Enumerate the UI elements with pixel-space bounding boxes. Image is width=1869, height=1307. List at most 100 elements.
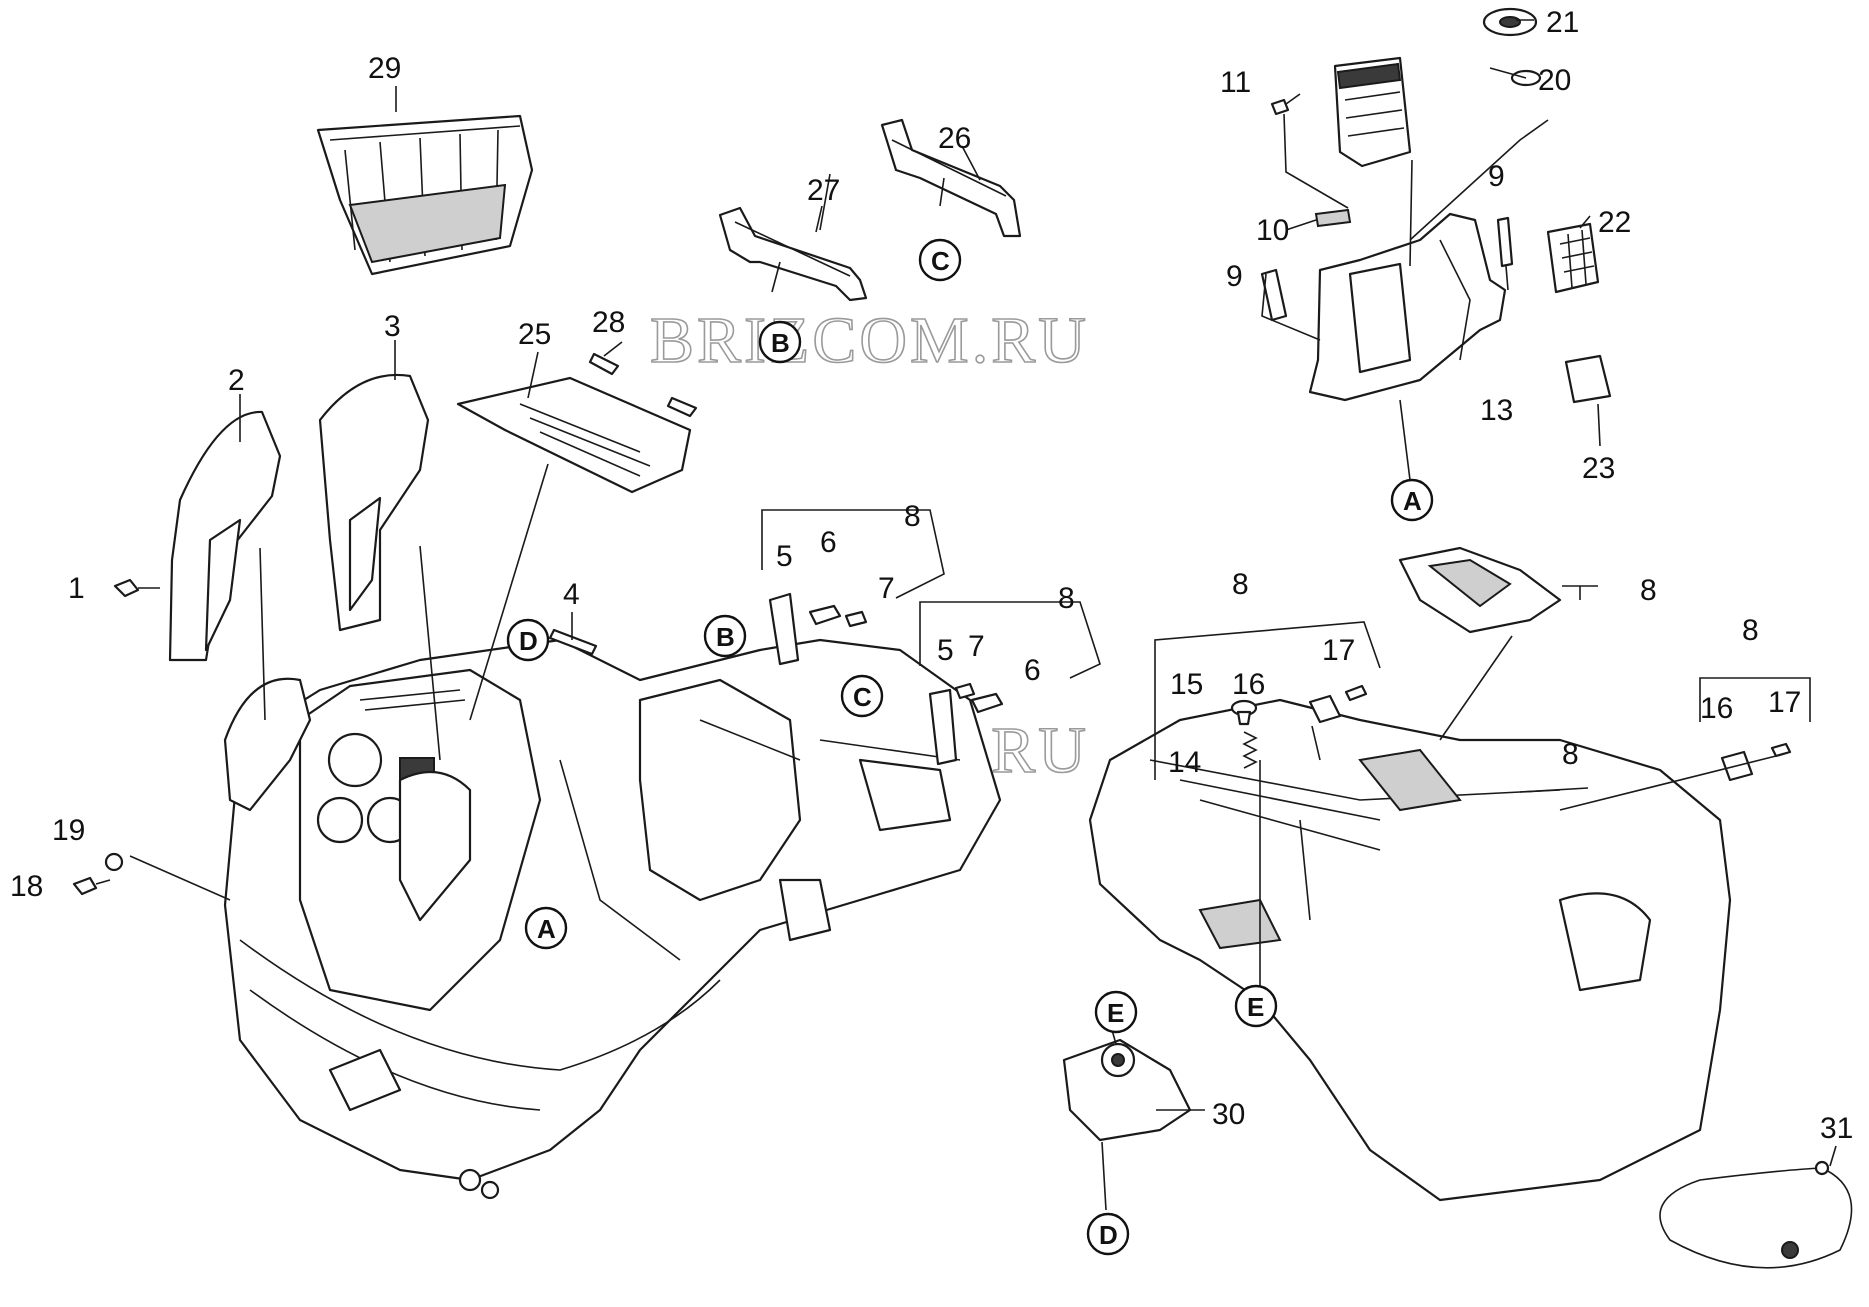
callout-23: 23	[1582, 452, 1615, 485]
part-4-bolt	[548, 628, 598, 656]
callout-19: 19	[52, 814, 85, 847]
detergent-bottle	[1333, 56, 1412, 168]
callout-6b: 6	[1024, 654, 1041, 687]
callout-8a: 8	[904, 500, 921, 533]
callout-31: 31	[1820, 1112, 1853, 1145]
callout-27: 27	[807, 174, 840, 207]
marker-e-hood: E	[1234, 984, 1278, 1028]
callout-16a: 16	[1232, 668, 1265, 701]
marker-b-bracket: B	[758, 320, 802, 364]
callout-30: 30	[1212, 1098, 1245, 1131]
callout-8f: 8	[1742, 614, 1759, 647]
callout-15: 15	[1170, 668, 1203, 701]
svg-text:E: E	[1107, 998, 1124, 1028]
callout-22: 22	[1598, 206, 1631, 239]
callout-9b: 9	[1488, 160, 1505, 193]
part-6-pin-b	[970, 692, 1004, 714]
main-chassis-body	[223, 638, 1002, 1200]
marker-a-body: A	[524, 906, 568, 950]
marker-d-body: D	[506, 618, 550, 662]
callout-4: 4	[563, 578, 580, 611]
part-30-switch-block	[1062, 1038, 1192, 1142]
right-hood-cover	[1088, 698, 1732, 1202]
marker-e-switch: E	[1094, 990, 1138, 1034]
callout-5a: 5	[776, 540, 793, 573]
callout-8b: 8	[1058, 582, 1075, 615]
part-15-knob	[1230, 699, 1258, 726]
callout-26: 26	[938, 122, 971, 155]
callout-29: 29	[368, 52, 401, 85]
callout-16b: 16	[1700, 692, 1733, 725]
part-25-top-cover	[456, 376, 692, 494]
watermark-top: BRIZCOM.RU	[650, 304, 1089, 377]
svg-text:C: C	[853, 682, 872, 712]
callout-28: 28	[592, 306, 625, 339]
callout-13: 13	[1480, 394, 1513, 427]
marker-b-body: B	[703, 614, 747, 658]
marker-c-bracket: C	[918, 238, 962, 282]
part-22-filter	[1546, 222, 1600, 294]
part-23-bracket	[1564, 354, 1612, 404]
part-27-bracket	[718, 206, 868, 302]
part-16-latch-a	[1308, 694, 1342, 724]
callout-11: 11	[1220, 66, 1251, 99]
callout-14: 14	[1168, 746, 1201, 779]
callout-9a: 9	[1226, 260, 1243, 293]
svg-text:A: A	[1403, 486, 1422, 516]
part-7-screw-b	[954, 682, 976, 700]
callout-25: 25	[518, 318, 551, 351]
part-9-screw-a	[1260, 268, 1288, 322]
part-10-clip	[1314, 208, 1352, 228]
part-11-screw	[1270, 98, 1290, 116]
callout-7a: 7	[878, 572, 895, 605]
svg-text:A: A	[537, 914, 556, 944]
part-21-cap	[1482, 7, 1538, 37]
part-19-washer	[104, 852, 124, 872]
callout-21: 21	[1546, 6, 1579, 39]
leader-lines	[95, 19, 1837, 1211]
svg-text:D: D	[519, 626, 538, 656]
part-13-tank-holder	[1308, 212, 1507, 402]
marker-c-body: C	[840, 674, 884, 718]
part-31-cable	[1659, 1160, 1853, 1269]
part-26-bracket	[880, 118, 1022, 238]
callout-8c: 8	[1232, 568, 1249, 601]
callout-17b: 17	[1768, 686, 1801, 719]
part-7-screw-a	[844, 610, 868, 628]
marker-d-switch: D	[1086, 1212, 1130, 1256]
callout-6a: 6	[820, 526, 837, 559]
callout-10: 10	[1256, 214, 1289, 247]
callout-17a: 17	[1322, 634, 1355, 667]
part-6-pin-a	[808, 604, 842, 626]
part-17-pin-a	[1344, 684, 1368, 702]
callout-20: 20	[1538, 64, 1571, 97]
callout-numbers: 29 1 2 3 4 25 28 19 18 27 26 5 6 7 8 5 7…	[10, 6, 1853, 1145]
callout-8d: 8	[1562, 738, 1579, 771]
svg-text:C: C	[931, 246, 950, 276]
marker-a-hood: A	[1390, 478, 1434, 522]
part-1-screw	[113, 578, 140, 598]
svg-text:D: D	[1099, 1220, 1118, 1250]
callout-5b: 5	[937, 634, 954, 667]
svg-text:B: B	[716, 622, 735, 652]
callout-1: 1	[68, 572, 85, 605]
part-14-spring	[1242, 731, 1258, 769]
callout-18: 18	[10, 870, 43, 903]
part-28-pins	[588, 352, 698, 418]
part-9-screw-b	[1496, 216, 1514, 268]
svg-text:E: E	[1247, 992, 1264, 1022]
part-5-latch-a	[768, 592, 800, 666]
callout-3: 3	[384, 310, 401, 343]
part-2-handle	[168, 410, 282, 662]
svg-text:B: B	[771, 328, 790, 358]
callout-7b: 7	[968, 630, 985, 663]
part-8-hood-insert	[1398, 546, 1562, 634]
part-3-handle	[318, 373, 430, 632]
part-29-storage-tray	[316, 114, 534, 276]
part-17-pin-b	[1770, 742, 1792, 758]
connection-markers: A A B B C C D D	[506, 238, 1434, 1256]
callout-8e: 8	[1640, 574, 1657, 607]
part-18-screw	[72, 876, 98, 896]
part-5-latch-b	[928, 688, 958, 766]
